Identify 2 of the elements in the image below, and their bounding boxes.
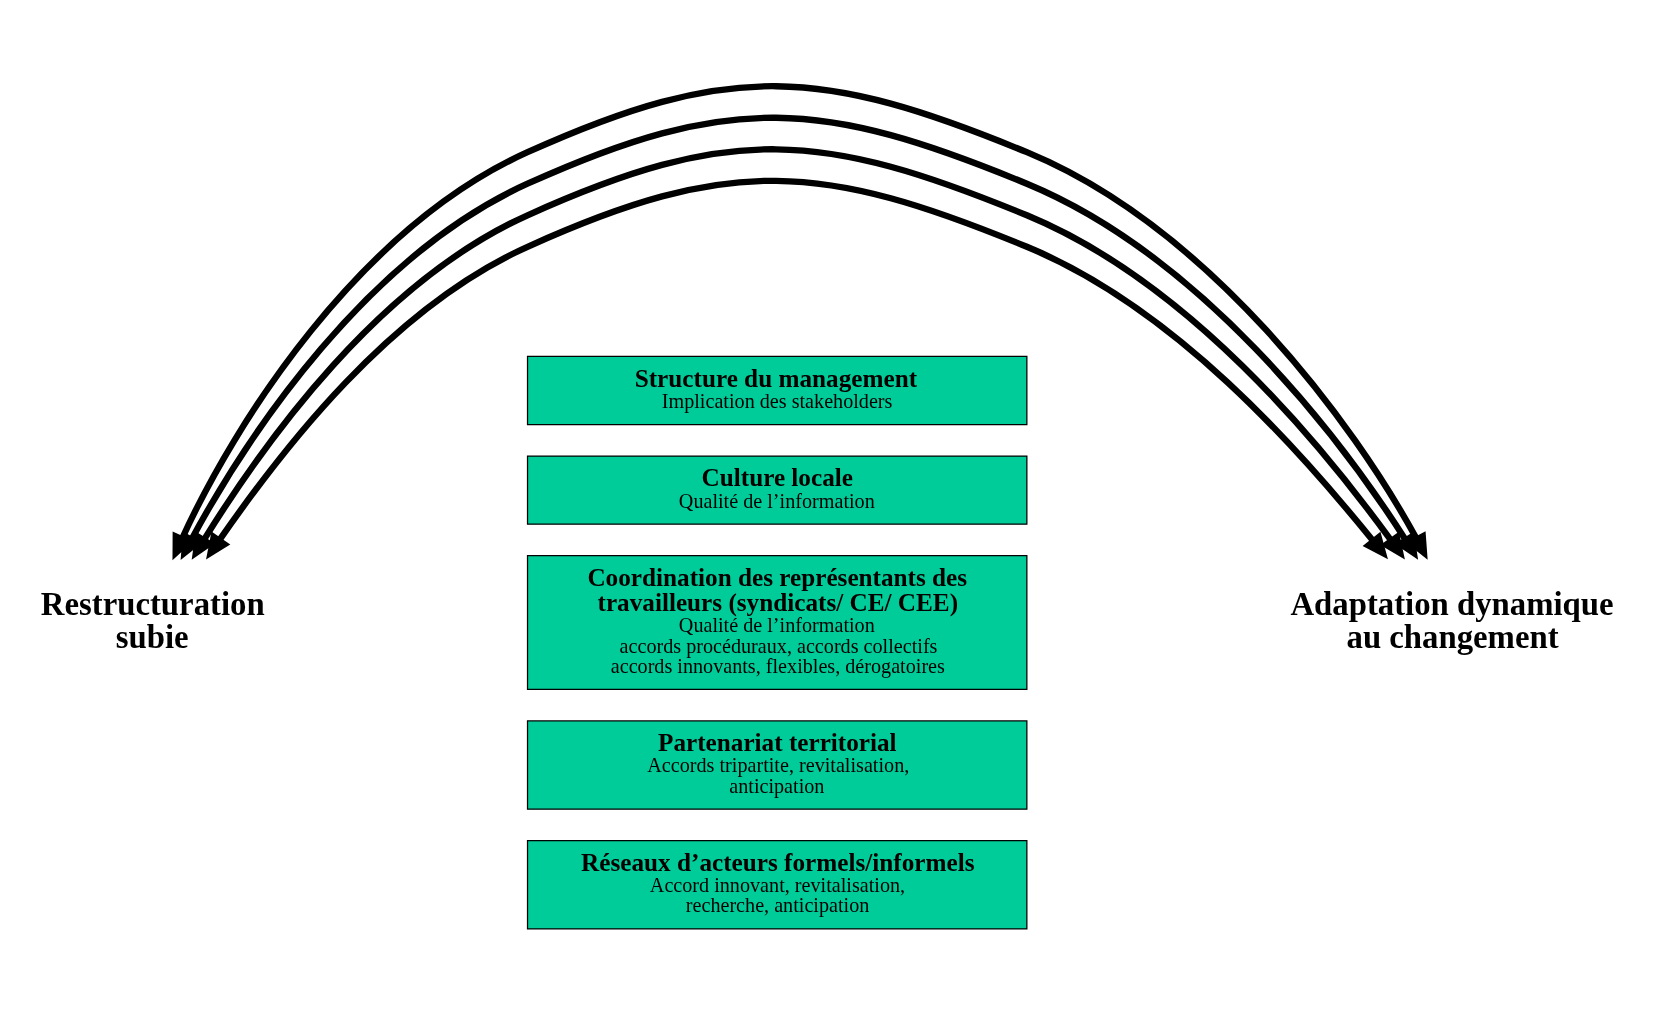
node-text: Adaptation dynamique au changement bbox=[1290, 585, 1614, 655]
node-text: Restructuration subie bbox=[40, 585, 265, 655]
